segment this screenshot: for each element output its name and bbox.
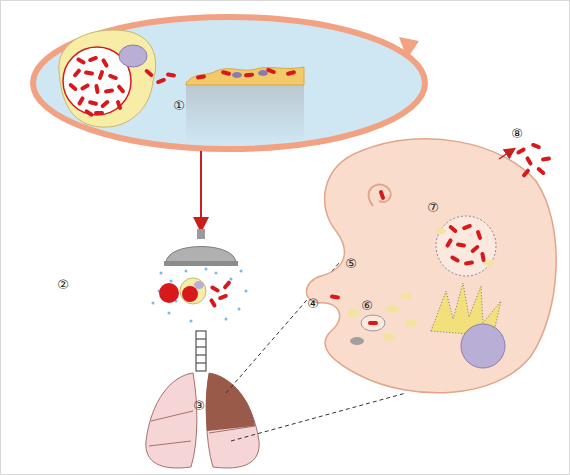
- water-cycle-oval: [33, 17, 425, 149]
- flow-arrow: [200, 151, 202, 225]
- aerosol-droplets: [159, 278, 232, 308]
- lungs: [146, 331, 259, 468]
- zoom-line: [231, 393, 406, 441]
- callout-number: ⑦: [427, 201, 439, 214]
- callout-number: ④: [307, 297, 319, 310]
- callout-number: ①: [173, 99, 185, 112]
- released-bacteria: [499, 142, 551, 178]
- biofilm: [186, 67, 304, 141]
- macrophage: [306, 139, 556, 393]
- callout-number: ⑤: [345, 257, 357, 270]
- callout-number: ③: [193, 399, 205, 412]
- callout-number: ②: [57, 278, 69, 291]
- amoeba: [59, 30, 156, 127]
- aerosol-spray: [152, 268, 248, 323]
- shower-head: [164, 229, 238, 266]
- callout-number: ⑧: [511, 127, 523, 140]
- callout-number: ⑥: [361, 299, 373, 312]
